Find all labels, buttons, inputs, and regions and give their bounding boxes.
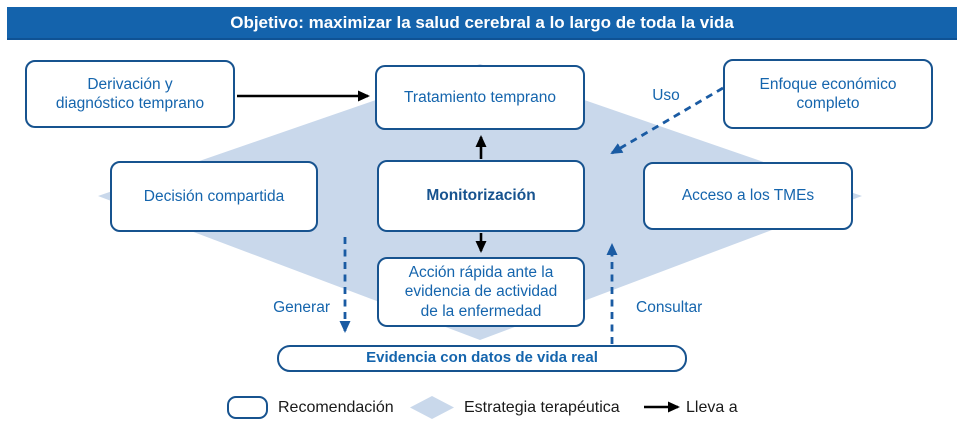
leads-to-arrow-icon — [644, 401, 680, 413]
node-label: Tratamiento temprano — [404, 88, 556, 106]
node-evidencia-vida-real: Evidencia con datos de vida real — [277, 345, 687, 372]
node-accion-rapida: Acción rápida ante la evidencia de activ… — [377, 257, 585, 327]
legend-strategy-label: Estrategia terapéutica — [464, 399, 620, 416]
flow-label-generar: Generar — [273, 299, 330, 316]
node-label: Derivación y — [87, 75, 173, 93]
node-label: Monitorización — [426, 187, 536, 205]
node-label: Evidencia con datos de vida real — [366, 349, 598, 367]
node-derivacion-diagnostico: Derivación y diagnóstico temprano — [25, 60, 235, 128]
node-decision-compartida: Decisión compartida — [110, 161, 318, 232]
strategy-diamond-icon — [410, 396, 454, 419]
node-enfoque-economico: Enfoque económico completo — [723, 59, 933, 129]
node-label: completo — [796, 95, 860, 112]
node-label: evidencia de actividad — [404, 283, 558, 301]
node-monitorizacion: Monitorización — [377, 160, 585, 232]
legend-leads-to-label: Lleva a — [686, 399, 738, 416]
node-label: Enfoque económico — [759, 75, 897, 93]
objective-title: Objetivo: maximizar la salud cerebral a … — [230, 12, 734, 32]
objective-header: Objetivo: maximizar la salud cerebral a … — [7, 7, 957, 40]
node-label: de la enfermedad — [420, 302, 542, 320]
node-tratamiento-temprano: Tratamiento temprano — [375, 65, 585, 130]
node-label: Acceso a los TMEs — [681, 187, 815, 205]
recommendation-shape-icon — [227, 396, 268, 419]
node-label: Decisión compartida — [143, 187, 285, 205]
node-acceso-tmes: Acceso a los TMEs — [643, 162, 853, 230]
legend-recommendation-label: Recomendación — [278, 399, 394, 416]
dashed-arrow-uso — [610, 86, 724, 155]
node-label: diagnóstico temprano — [55, 95, 205, 112]
flow-label-uso: Uso — [652, 87, 680, 104]
node-label: Acción rápida ante la — [408, 264, 554, 282]
flow-label-consultar: Consultar — [636, 299, 703, 316]
